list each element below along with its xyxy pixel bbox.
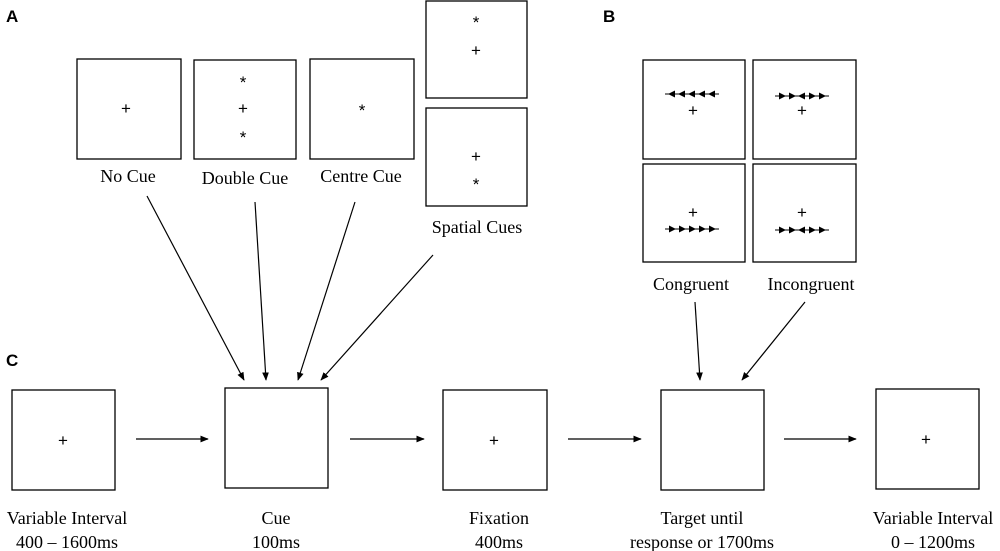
fixation-cross: + bbox=[921, 430, 931, 449]
left-arrowhead-icon bbox=[708, 90, 715, 98]
fixation-cross: + bbox=[797, 203, 807, 222]
left-arrowhead-icon bbox=[678, 90, 685, 98]
step-5-line-1: Variable Interval bbox=[873, 508, 993, 528]
cue-spatial-down: + * bbox=[425, 107, 528, 207]
arrow-spatial-cues-to-cue bbox=[320, 254, 434, 381]
cue-centre-cue: * bbox=[309, 58, 415, 160]
sequence-step-2 bbox=[224, 387, 329, 489]
no-cue-frame bbox=[76, 58, 182, 160]
cue-no-cue: + bbox=[76, 58, 182, 160]
arrow-congruent-to-target bbox=[694, 301, 703, 381]
right-arrowhead-icon bbox=[809, 226, 816, 234]
arrow-centre-cue-to-cue bbox=[297, 201, 356, 381]
cue-asterisk-centre: * bbox=[359, 101, 366, 120]
double-cue-frame bbox=[193, 59, 297, 160]
fixation-cross: + bbox=[489, 431, 499, 450]
right-arrowhead-icon bbox=[789, 226, 796, 234]
right-arrowhead-icon bbox=[819, 92, 826, 100]
step-3-line-2: 400ms bbox=[475, 532, 523, 551]
flanker-frame bbox=[642, 163, 746, 263]
label-double-cue: Double Cue bbox=[202, 168, 288, 188]
fixation-cross: + bbox=[688, 203, 698, 222]
step-2-line-1: Cue bbox=[262, 508, 291, 528]
step-frame bbox=[224, 387, 329, 489]
flanker-frame bbox=[752, 59, 857, 160]
spatial-cue-up-frame bbox=[425, 0, 528, 99]
sequence-step-3: + bbox=[442, 389, 548, 491]
cue-asterisk-bottom: * bbox=[473, 175, 480, 194]
flanker-arrow-row bbox=[775, 92, 829, 100]
flanker-incongruent-above: + bbox=[752, 59, 857, 160]
flanker-arrow-row bbox=[665, 90, 719, 98]
panel-label-a: A bbox=[6, 7, 18, 26]
right-arrowhead-icon bbox=[779, 92, 786, 100]
right-arrowhead-icon bbox=[809, 92, 816, 100]
fixation-cross: + bbox=[471, 41, 481, 60]
step-frame bbox=[442, 389, 548, 491]
cue-double-cue: * + * bbox=[193, 59, 297, 160]
panel-label-b: B bbox=[603, 7, 615, 26]
step-3-line-1: Fixation bbox=[469, 508, 529, 528]
step-1-line-2: 400 – 1600ms bbox=[16, 532, 118, 551]
flanker-incongruent-below: + bbox=[752, 163, 857, 263]
left-arrowhead-icon bbox=[798, 226, 805, 234]
sequence-step-4 bbox=[660, 389, 765, 491]
cue-asterisk-bottom: * bbox=[240, 128, 247, 147]
right-arrowhead-icon bbox=[789, 92, 796, 100]
flanker-frame bbox=[642, 59, 746, 160]
step-5-line-2: 0 – 1200ms bbox=[891, 532, 975, 551]
cue-asterisk-top: * bbox=[240, 73, 247, 92]
right-arrowhead-icon bbox=[779, 226, 786, 234]
left-arrowhead-icon bbox=[798, 92, 805, 100]
cue-asterisk-top: * bbox=[473, 13, 480, 32]
fixation-cross: + bbox=[797, 101, 807, 120]
sequence-step-5: + bbox=[875, 388, 980, 490]
label-congruent: Congruent bbox=[653, 274, 729, 294]
centre-cue-frame bbox=[309, 58, 415, 160]
right-arrowhead-icon bbox=[699, 225, 706, 233]
fixation-cross: + bbox=[688, 101, 698, 120]
left-arrowhead-icon bbox=[688, 90, 695, 98]
step-4-line-2: response or 1700ms bbox=[630, 532, 774, 551]
arrow-no-cue-to-cue bbox=[146, 195, 245, 381]
arrow-incongruent-to-target bbox=[741, 301, 806, 381]
fixation-cross: + bbox=[238, 99, 248, 118]
fixation-cross: + bbox=[471, 147, 481, 166]
spatial-cue-down-frame bbox=[425, 107, 528, 207]
cue-spatial-up: * + bbox=[425, 0, 528, 99]
flanker-congruent-below: + bbox=[642, 163, 746, 263]
arrow-double-cue-to-cue bbox=[254, 201, 269, 381]
right-arrowhead-icon bbox=[709, 225, 716, 233]
step-frame bbox=[11, 389, 116, 491]
flanker-arrow-row bbox=[775, 226, 829, 234]
step-4-line-1: Target until bbox=[661, 508, 744, 528]
step-frame bbox=[660, 389, 765, 491]
step-2-line-2: 100ms bbox=[252, 532, 300, 551]
left-arrowhead-icon bbox=[668, 90, 675, 98]
sequence-step-1: + bbox=[11, 389, 116, 491]
step-1-line-1: Variable Interval bbox=[7, 508, 127, 528]
right-arrowhead-icon bbox=[679, 225, 686, 233]
label-incongruent: Incongruent bbox=[768, 274, 855, 294]
label-no-cue: No Cue bbox=[100, 166, 156, 186]
right-arrowhead-icon bbox=[689, 225, 696, 233]
right-arrowhead-icon bbox=[819, 226, 826, 234]
right-arrowhead-icon bbox=[669, 225, 676, 233]
label-spatial-cues: Spatial Cues bbox=[432, 217, 523, 237]
fixation-cross: + bbox=[58, 431, 68, 450]
label-centre-cue: Centre Cue bbox=[320, 166, 401, 186]
flanker-congruent-above: + bbox=[642, 59, 746, 160]
flanker-frame bbox=[752, 163, 857, 263]
step-frame bbox=[875, 388, 980, 490]
fixation-cross: + bbox=[121, 99, 131, 118]
left-arrowhead-icon bbox=[698, 90, 705, 98]
flanker-arrow-row bbox=[665, 225, 719, 233]
panel-label-c: C bbox=[6, 351, 18, 370]
